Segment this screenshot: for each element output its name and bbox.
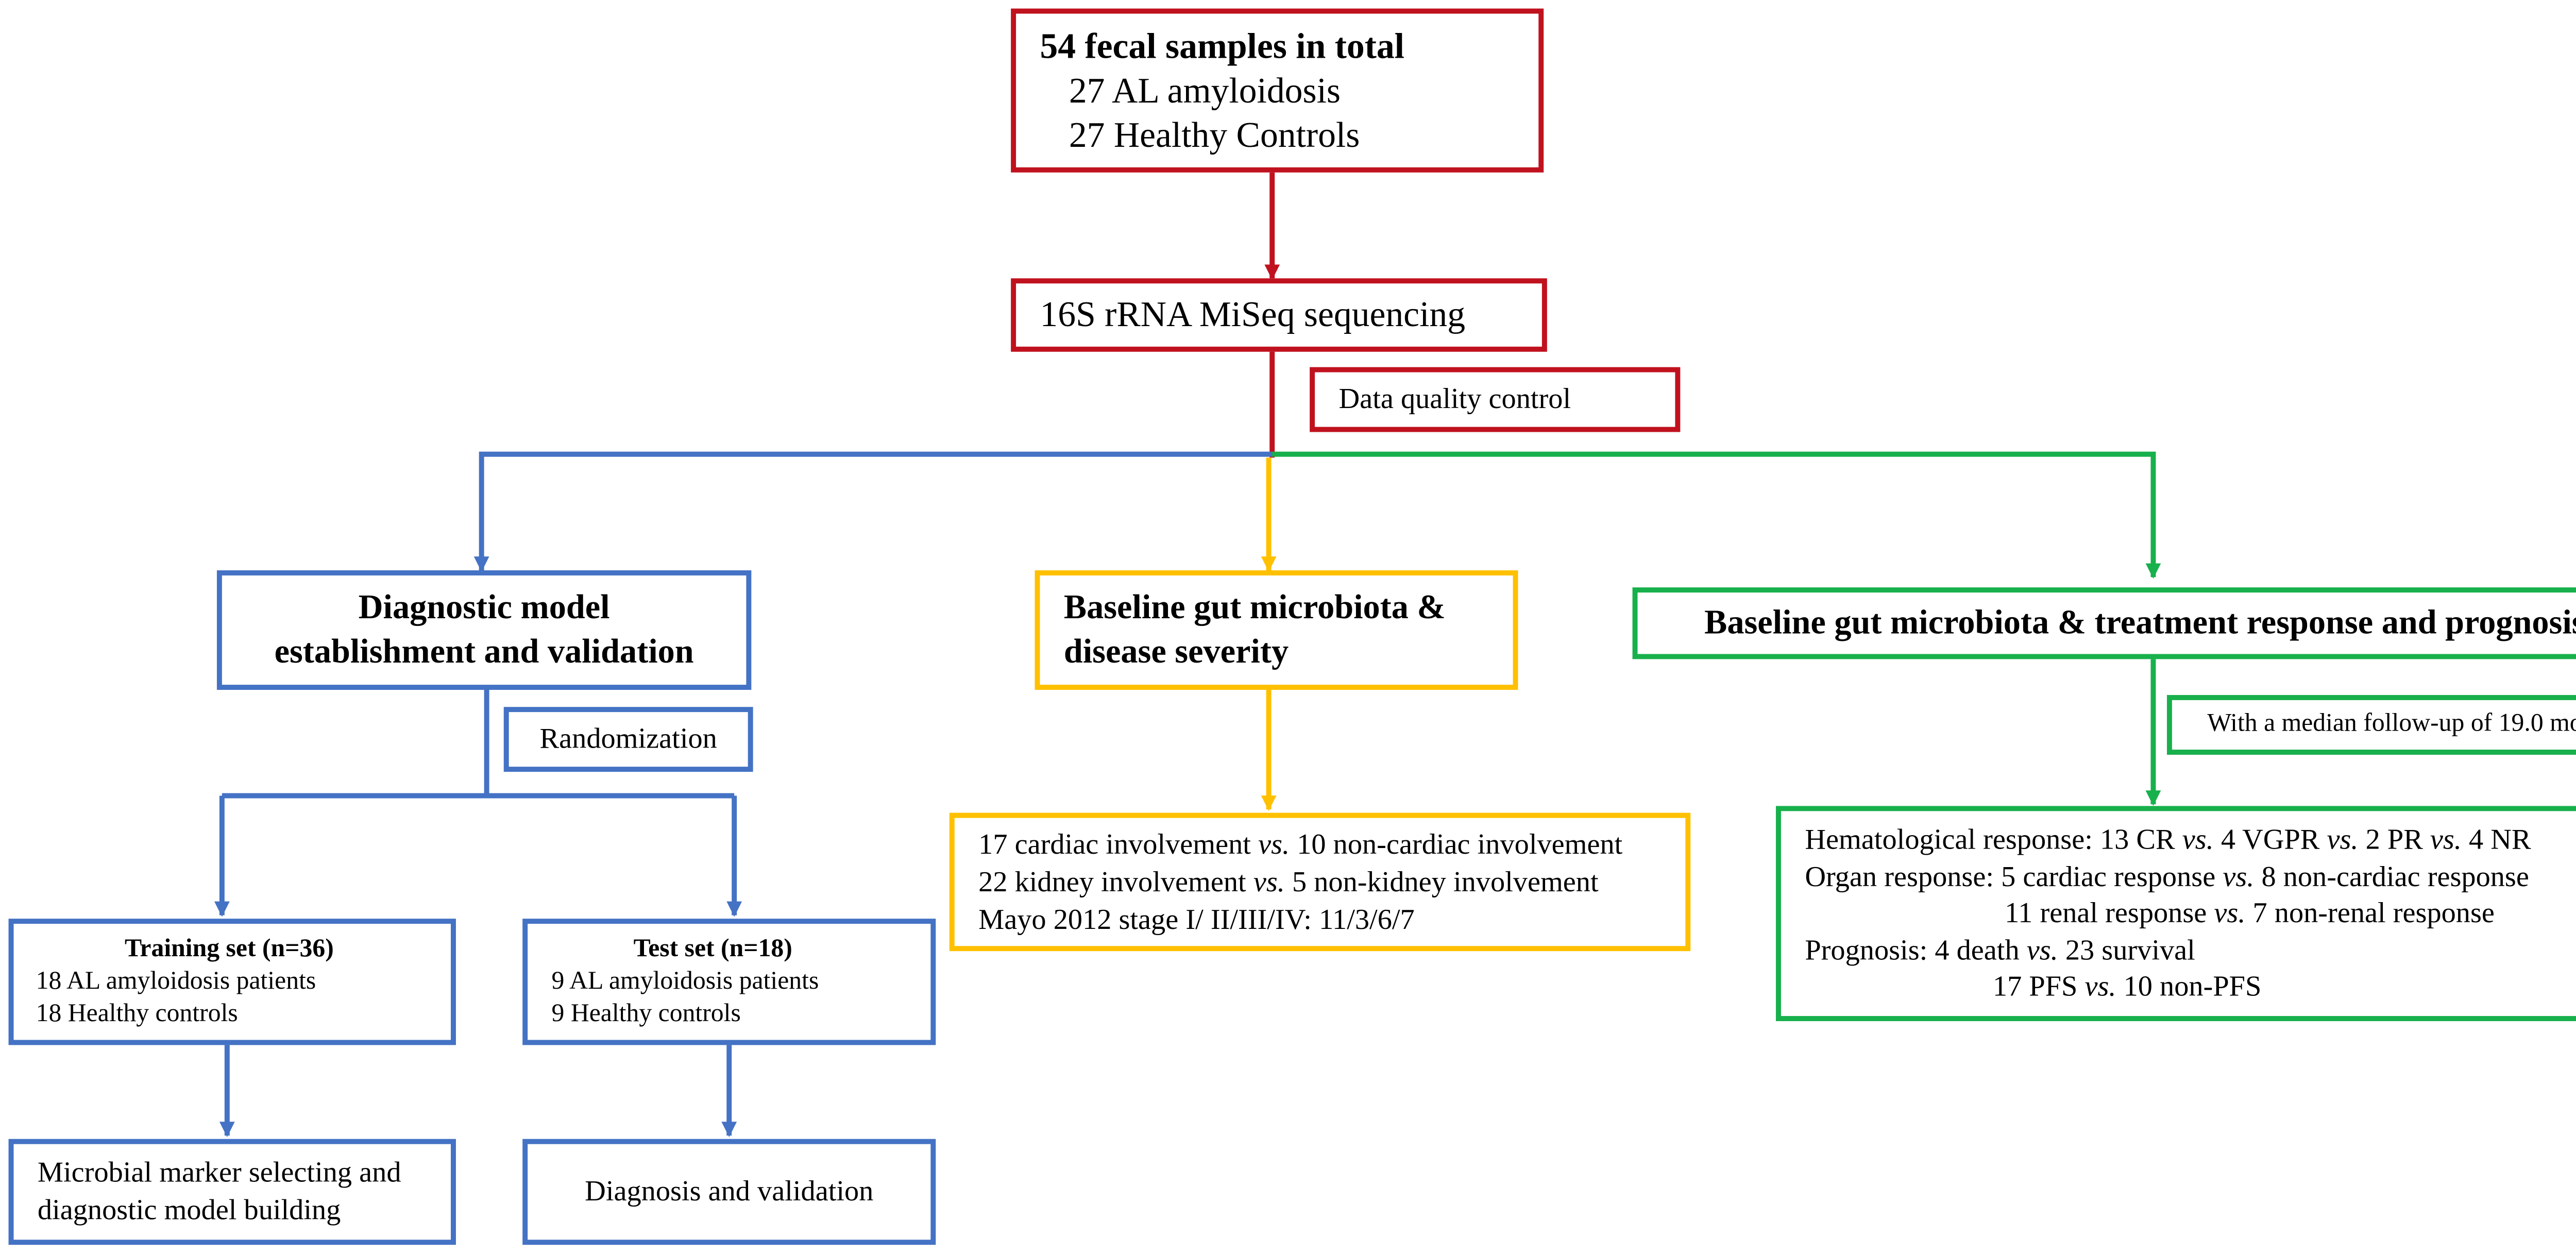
text-fragment: Prognosis: 4 death xyxy=(1805,934,2027,967)
samples-controls: 27 Healthy Controls xyxy=(1069,114,1360,156)
vs-text: vs. xyxy=(2214,896,2246,929)
training-box: Training set (n=36) 18 AL amyloidosis pa… xyxy=(8,919,456,1045)
followup-box: With a median follow-up of 19.0 months xyxy=(2166,694,2576,755)
text-fragment: 17 cardiac involvement xyxy=(978,827,1259,860)
diagnosis-box: Diagnosis and validation xyxy=(522,1139,936,1245)
diagnosis-label: Diagnosis and validation xyxy=(585,1175,874,1208)
sequencing-box: 16S rRNA MiSeq sequencing xyxy=(1011,278,1547,352)
treatment-box: Baseline gut microbiota & treatment resp… xyxy=(1632,587,2576,659)
samples-box: 54 fecal samples in total 27 AL amyloido… xyxy=(1011,8,1544,173)
text-fragment: 7 non-renal response xyxy=(2245,896,2495,929)
renal-response: 11 renal response vs. 7 non-renal respon… xyxy=(1805,895,2576,932)
vs-text: vs. xyxy=(2327,823,2359,856)
randomization-label: Randomization xyxy=(539,722,717,755)
cardiac-involvement: 17 cardiac involvement vs. 10 non-cardia… xyxy=(978,826,1685,863)
diagnostic-line1: Diagnostic model xyxy=(358,589,610,627)
text-fragment: 8 non-cardiac response xyxy=(2254,860,2529,893)
followup-label: With a median follow-up of 19.0 months xyxy=(2207,710,2576,738)
qc-box: Data quality control xyxy=(1310,367,1681,432)
text-fragment: 22 kidney involvement xyxy=(978,865,1253,897)
vs-text: vs. xyxy=(2026,934,2058,967)
training-patients: 18 AL amyloidosis patients xyxy=(36,967,316,995)
mayo-stage: Mayo 2012 stage I/ II/III/IV: 11/3/6/7 xyxy=(978,902,1415,935)
text-fragment: 23 survival xyxy=(2058,934,2195,967)
text-fragment: 2 PR xyxy=(2358,823,2430,856)
diagnostic-box: Diagnostic model establishment and valid… xyxy=(216,570,752,690)
qc-label: Data quality control xyxy=(1338,382,1571,415)
text-fragment: 17 PFS xyxy=(1992,970,2085,1003)
test-controls: 9 Healthy controls xyxy=(551,999,741,1027)
text-fragment: Organ response: 5 cardiac response xyxy=(1805,860,2223,893)
response-box: Hematological response: 13 CR vs. 4 VGPR… xyxy=(1775,806,2576,1022)
diagnostic-line2: establishment and validation xyxy=(274,633,694,671)
organ-response: Organ response: 5 cardiac response vs. 8… xyxy=(1805,858,2576,895)
vs-text: vs. xyxy=(2430,823,2462,856)
involvement-box: 17 cardiac involvement vs. 10 non-cardia… xyxy=(949,812,1691,952)
hematological-response: Hematological response: 13 CR vs. 4 VGPR… xyxy=(1805,822,2576,858)
text-fragment: 10 non-cardiac involvement xyxy=(1290,827,1623,860)
training-controls: 18 Healthy controls xyxy=(36,999,238,1027)
prognosis: Prognosis: 4 death vs. 23 survival xyxy=(1805,932,2576,969)
branch-blue xyxy=(473,451,1273,572)
kidney-involvement: 22 kidney involvement vs. 5 non-kidney i… xyxy=(978,863,1685,901)
severity-line1: Baseline gut microbiota & xyxy=(1063,589,1446,627)
marker-line2: diagnostic model building xyxy=(37,1193,341,1226)
pfs: 17 PFS vs. 10 non-PFS xyxy=(1805,969,2576,1005)
severity-box: Baseline gut microbiota & disease severi… xyxy=(1035,570,1518,690)
training-title: Training set (n=36) xyxy=(124,935,334,962)
samples-title: 54 fecal samples in total xyxy=(1040,25,1405,67)
randomization-box: Randomization xyxy=(503,707,753,772)
marker-box: Microbial marker selecting and diagnosti… xyxy=(8,1139,456,1245)
marker-line1: Microbial marker selecting and xyxy=(37,1156,401,1189)
text-fragment: 5 non-kidney involvement xyxy=(1284,865,1599,897)
severity-line2: disease severity xyxy=(1063,633,1289,671)
test-patients: 9 AL amyloidosis patients xyxy=(551,967,819,995)
treatment-label: Baseline gut microbiota & treatment resp… xyxy=(1704,603,2576,641)
branch-green xyxy=(1272,451,2161,579)
text-fragment: Hematological response: 13 CR xyxy=(1805,823,2182,856)
vs-text: vs. xyxy=(1253,865,1285,897)
text-fragment: 4 VGPR xyxy=(2213,823,2327,856)
samples-al: 27 AL amyloidosis xyxy=(1069,70,1341,111)
test-box: Test set (n=18) 9 AL amyloidosis patient… xyxy=(522,919,936,1045)
text-fragment: 4 NR xyxy=(2461,823,2531,856)
text-fragment: 10 non-PFS xyxy=(2116,970,2262,1003)
sequencing-label: 16S rRNA MiSeq sequencing xyxy=(1040,294,1466,335)
text-fragment: 11 renal response xyxy=(2005,896,2214,929)
test-title: Test set (n=18) xyxy=(633,935,792,962)
vs-text: vs. xyxy=(2223,860,2255,893)
vs-text: vs. xyxy=(2182,823,2214,856)
vs-text: vs. xyxy=(2084,970,2116,1003)
vs-text: vs. xyxy=(1258,827,1290,860)
